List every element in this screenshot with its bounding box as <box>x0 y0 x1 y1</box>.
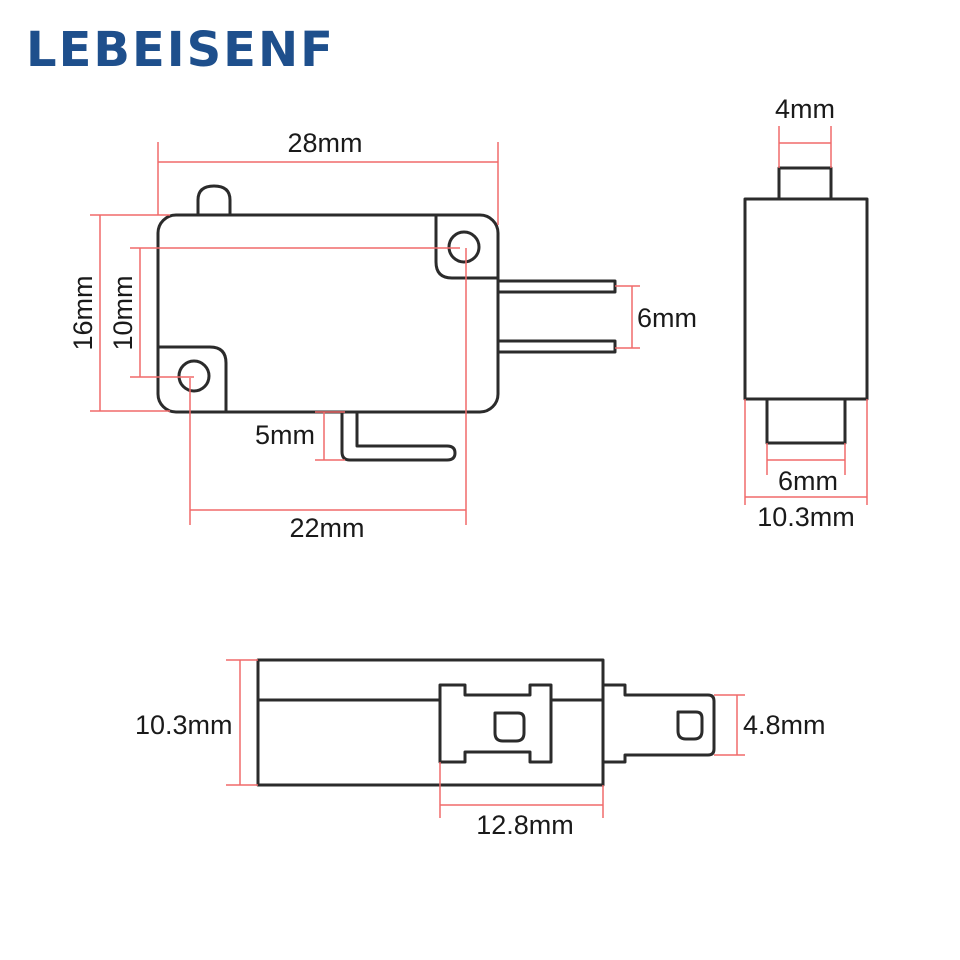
side-plunger <box>777 166 833 201</box>
outer-terminal-slot <box>676 710 704 741</box>
front-dimensions <box>90 142 640 525</box>
side-bottom-terminal <box>765 397 847 445</box>
side-view <box>743 166 869 445</box>
lower-mounting-hole <box>177 359 211 393</box>
lower-terminal <box>496 339 617 354</box>
upper-mounting-hole <box>447 230 481 264</box>
label-terminal-length: 12.8mm <box>476 810 574 840</box>
bottom-dimensions <box>226 659 745 818</box>
label-body-thickness: 10.3mm <box>135 710 233 740</box>
label-bottom-terminal-width: 6mm <box>778 466 838 496</box>
label-terminal-spacing: 6mm <box>637 303 697 333</box>
label-terminal-width: 4.8mm <box>743 710 826 740</box>
plunger-button <box>196 184 232 215</box>
outer-terminal-tab <box>603 683 716 764</box>
lower-mounting-boss <box>158 345 228 412</box>
label-overall-length: 28mm <box>287 128 362 158</box>
label-overall-height: 16mm <box>68 275 98 350</box>
label-hole-spacing-vertical: 10mm <box>108 275 138 350</box>
label-plunger-width: 4mm <box>775 94 835 124</box>
bottom-view <box>256 658 716 787</box>
label-side-width: 10.3mm <box>757 502 855 532</box>
front-view <box>156 184 617 462</box>
inner-terminal-slot <box>493 711 526 743</box>
upper-mounting-boss <box>434 215 498 280</box>
side-dimensions <box>744 126 868 505</box>
upper-terminal <box>496 279 617 294</box>
side-body <box>743 197 869 401</box>
bottom-body <box>256 658 605 787</box>
bottom-dim-labels: 10.3mm 4.8mm 12.8mm <box>135 710 826 840</box>
label-lever-offset: 5mm <box>255 420 315 450</box>
front-dim-labels: 28mm 16mm 10mm 22mm 6mm 5mm <box>68 128 697 543</box>
side-dim-labels: 4mm 6mm 10.3mm <box>757 94 855 532</box>
label-hole-spacing-horizontal: 22mm <box>289 513 364 543</box>
brand-logo: LEBEISENF <box>26 22 335 78</box>
inner-terminal-tab <box>438 683 553 764</box>
bottom-lever-terminal <box>340 412 457 462</box>
